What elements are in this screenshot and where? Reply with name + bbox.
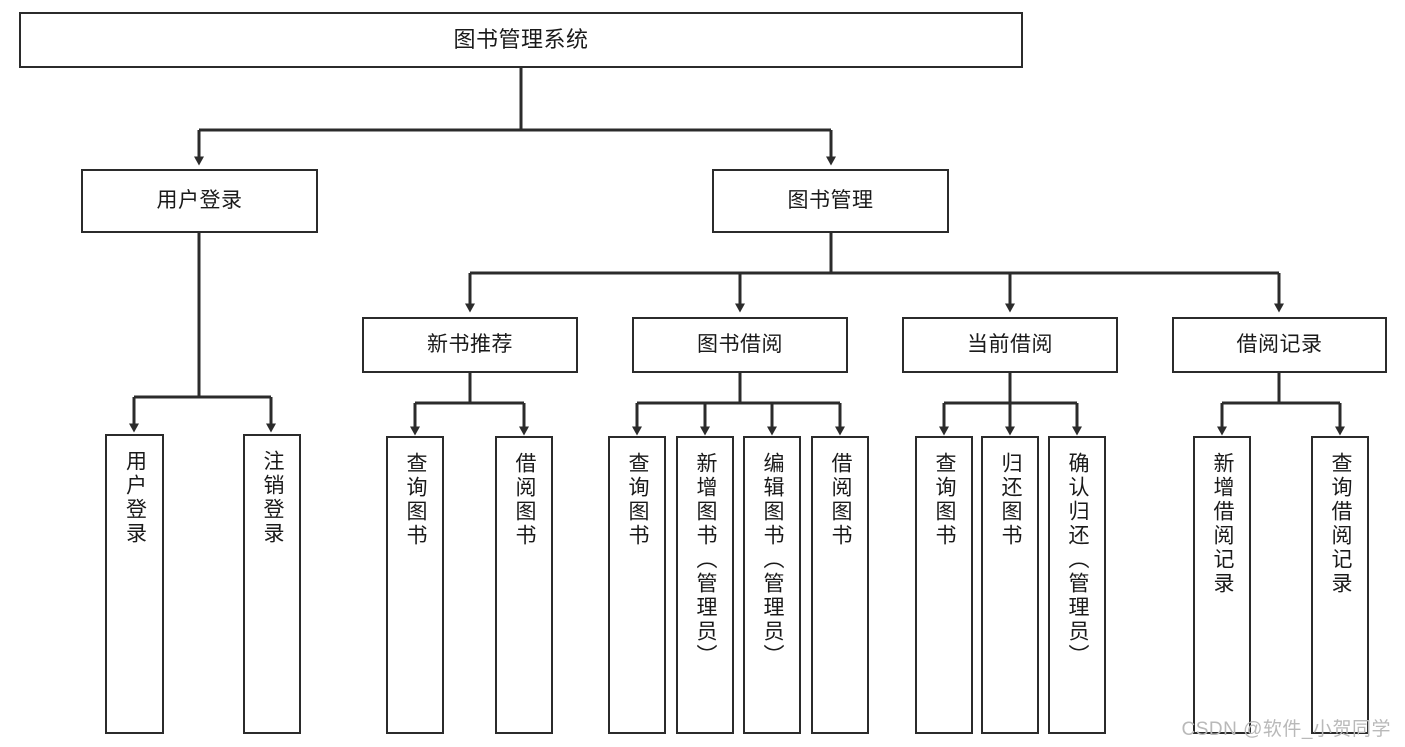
node-new-book-recommend[interactable]: 新书推荐 xyxy=(362,317,578,373)
node-leaf-query-book-2[interactable]: 查询图书 xyxy=(608,436,666,734)
node-leaf-query-book-1[interactable]: 查询图书 xyxy=(386,436,444,734)
node-current-borrow-label: 当前借阅 xyxy=(967,332,1053,356)
node-leaf-add-book-label: 新增图书（管理员） xyxy=(694,452,718,668)
node-book-manage-label: 图书管理 xyxy=(787,188,874,212)
node-borrow-record[interactable]: 借阅记录 xyxy=(1172,317,1387,373)
node-book-borrow[interactable]: 图书借阅 xyxy=(632,317,848,373)
node-leaf-edit-book[interactable]: 编辑图书（管理员） xyxy=(743,436,801,734)
node-root[interactable]: 图书管理系统 xyxy=(19,12,1023,68)
node-leaf-user-login[interactable]: 用户登录 xyxy=(105,434,164,734)
node-root-label: 图书管理系统 xyxy=(453,27,589,53)
node-leaf-logout-login[interactable]: 注销登录 xyxy=(243,434,301,734)
node-user-login[interactable]: 用户登录 xyxy=(81,169,318,233)
node-new-book-recommend-label: 新书推荐 xyxy=(427,332,513,356)
node-leaf-query-book-3-label: 查询图书 xyxy=(933,452,957,548)
node-leaf-query-book-1-label: 查询图书 xyxy=(404,452,428,548)
node-user-login-label: 用户登录 xyxy=(156,188,243,212)
node-leaf-query-record-label: 查询借阅记录 xyxy=(1329,452,1353,596)
node-current-borrow[interactable]: 当前借阅 xyxy=(902,317,1118,373)
node-leaf-borrow-book-1[interactable]: 借阅图书 xyxy=(495,436,553,734)
node-leaf-borrow-book-2-label: 借阅图书 xyxy=(829,452,853,548)
node-book-manage[interactable]: 图书管理 xyxy=(712,169,949,233)
node-book-borrow-label: 图书借阅 xyxy=(697,332,783,356)
node-leaf-return-book[interactable]: 归还图书 xyxy=(981,436,1039,734)
node-leaf-query-book-3[interactable]: 查询图书 xyxy=(915,436,973,734)
node-leaf-query-book-2-label: 查询图书 xyxy=(626,452,650,548)
node-leaf-confirm-return-label: 确认归还（管理员） xyxy=(1066,452,1090,668)
node-leaf-borrow-book-2[interactable]: 借阅图书 xyxy=(811,436,869,734)
csdn-watermark: CSDN @软件_小贺同学 xyxy=(1181,719,1391,740)
node-leaf-edit-book-label: 编辑图书（管理员） xyxy=(761,452,785,668)
node-leaf-add-record-label: 新增借阅记录 xyxy=(1211,452,1235,596)
node-leaf-confirm-return[interactable]: 确认归还（管理员） xyxy=(1048,436,1106,734)
node-leaf-add-book[interactable]: 新增图书（管理员） xyxy=(676,436,734,734)
node-leaf-return-book-label: 归还图书 xyxy=(999,452,1023,548)
node-leaf-logout-login-label: 注销登录 xyxy=(261,450,285,546)
node-leaf-borrow-book-1-label: 借阅图书 xyxy=(513,452,537,548)
node-leaf-add-record[interactable]: 新增借阅记录 xyxy=(1193,436,1251,734)
node-leaf-user-login-label: 用户登录 xyxy=(123,450,147,546)
node-leaf-query-record[interactable]: 查询借阅记录 xyxy=(1311,436,1369,734)
node-borrow-record-label: 借阅记录 xyxy=(1236,332,1323,356)
